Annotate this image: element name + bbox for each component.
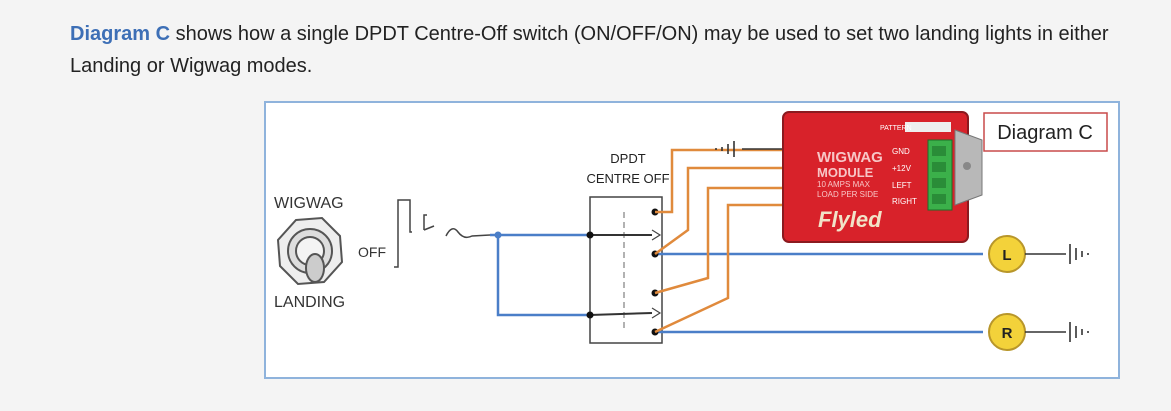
blue-wires (490, 233, 983, 334)
dpdt-label: DPDT (610, 151, 645, 166)
module-left: LEFT (892, 181, 912, 190)
switch-off-label: OFF (358, 244, 386, 260)
ground-icon-right (1025, 322, 1089, 342)
intro-paragraph: Diagram C shows how a single DPDT Centre… (70, 18, 1130, 82)
toggle-switch-icon (276, 216, 344, 286)
intro-highlight: Diagram C (70, 23, 171, 45)
dpdt-centre-off-label: CENTRE OFF (586, 171, 669, 186)
module-right: RIGHT (892, 197, 917, 206)
module-12v: +12V (892, 164, 912, 173)
module-pattern: PATTERN (880, 125, 912, 132)
wigwag-module: PATTERN WIGWAG MODULE 10 AMPS MAX LOAD P… (782, 111, 983, 243)
module-subtitle: MODULE (817, 165, 874, 180)
dpdt-switch (589, 196, 663, 344)
blue-junctions (494, 231, 502, 239)
lamp-right-label: R (1002, 325, 1013, 342)
diagram-title-box (983, 112, 1108, 152)
switch-arms (589, 234, 653, 316)
ground-icon-left (1025, 244, 1089, 264)
toggle-landing-label: LANDING (274, 294, 345, 311)
toggle-wigwag-label: WIGWAG (274, 195, 344, 212)
module-gnd: GND (892, 147, 910, 156)
module-amps: 10 AMPS MAX (817, 180, 871, 189)
intro-text: shows how a single DPDT Centre-Off switc… (70, 23, 1109, 77)
lamp-left-label: L (1002, 247, 1011, 264)
module-load: LOAD PER SIDE (817, 190, 878, 199)
module-brand: Flyled (818, 207, 882, 232)
module-title: WIGWAG (817, 149, 883, 166)
orange-wires (654, 148, 790, 334)
diagram-title: Diagram C (997, 122, 1093, 144)
switch-symbol (394, 199, 491, 268)
